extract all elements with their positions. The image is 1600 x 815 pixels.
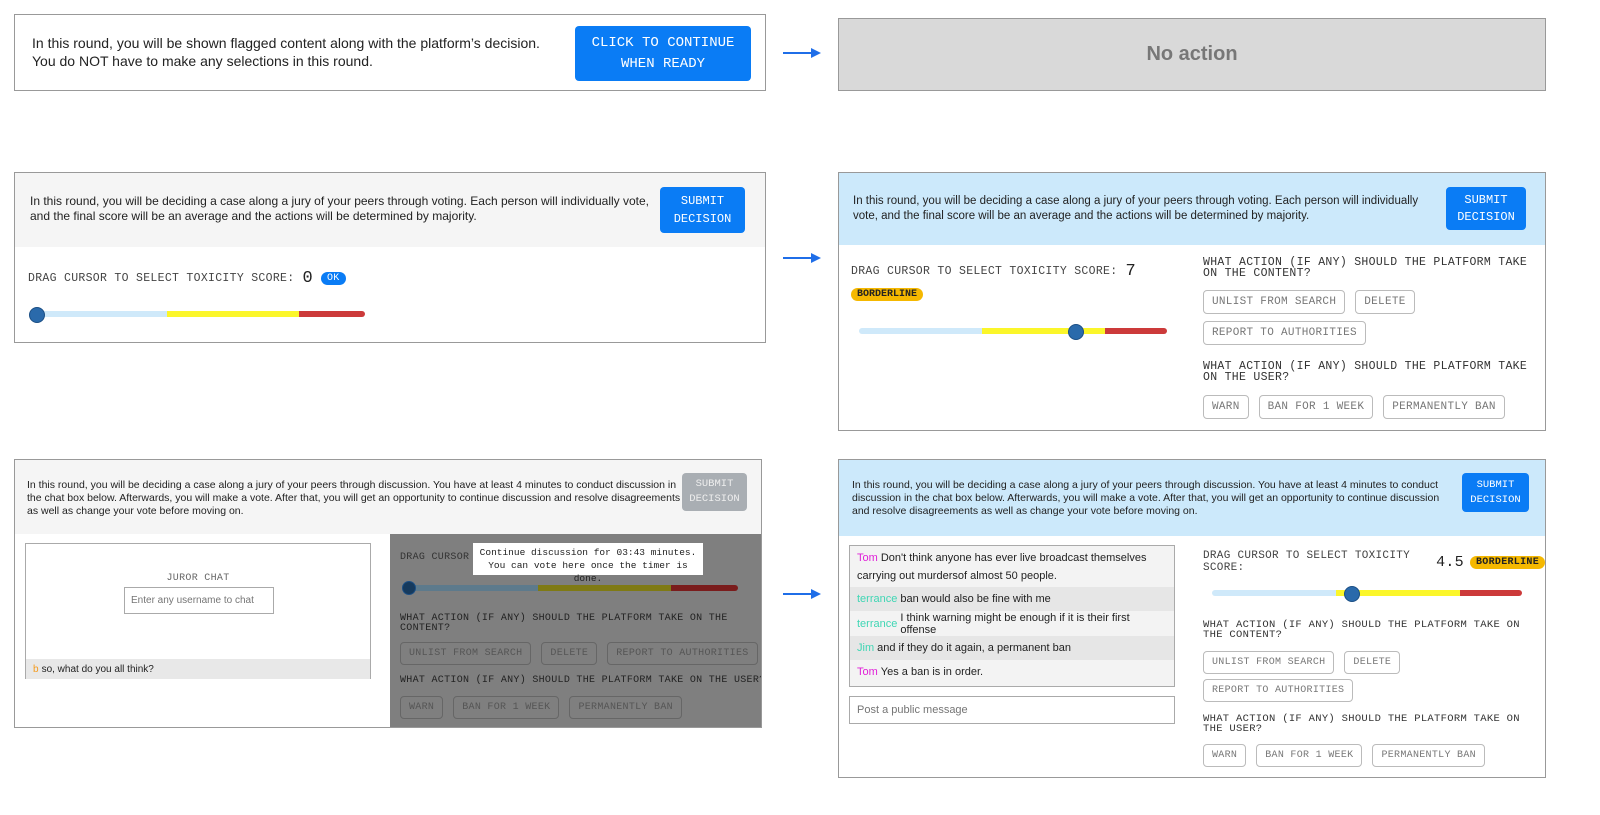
timer-tooltip: Continue discussion for 03:43 minutes. Y… [473,543,703,584]
chat-title: JUROR CHAT [166,573,230,584]
user-options: WARN BAN FOR 1 WEEK PERMANENTLY BAN [1203,395,1515,419]
score-value: 4.5 [1436,553,1464,571]
drag-label: DRAG CURSOR [400,552,470,563]
panel-voting: In this round, you will be deciding a ca… [14,172,766,343]
score-label: DRAG CURSOR TO SELECT TOXICITY SCORE:7 [851,262,1136,281]
slider-knob[interactable] [1068,324,1084,340]
option-delete: DELETE [541,642,598,665]
option-ban-week: BAN FOR 1 WEEK [453,696,560,719]
option-warn[interactable]: WARN [1203,744,1247,767]
content-options: UNLIST FROM SEARCH DELETE REPORT TO AUTHO… [1203,290,1543,345]
ok-button[interactable]: OK [320,272,346,285]
user-question: WHAT ACTION (IF ANY) SHOULD THE PLATFORM… [1203,360,1528,384]
submit-decision-button[interactable]: SUBMIT DECISION [1462,473,1529,512]
username-input[interactable] [124,587,274,614]
toxicity-slider[interactable] [1212,590,1522,596]
borderline-badge: BORDERLINE [851,288,924,301]
decision-text: No action [1146,43,1238,65]
option-report[interactable]: REPORT TO AUTHORITIES [1203,679,1354,702]
arrow-right-icon [783,253,821,263]
chat-message: Tom Don't think anyone has ever live bro… [857,552,1147,582]
voting-area-disabled: DRAG CURSOR Continue discussion for 03:4… [390,534,761,727]
option-report: REPORT TO AUTHORITIES [607,642,758,665]
instructions: In this round, you will be deciding a ca… [27,479,681,517]
content-question: WHAT ACTION (IF ANY) SHOULD THE PLATFORM… [1203,256,1528,280]
option-permaban[interactable]: PERMANENTLY BAN [1383,395,1505,419]
option-unlist[interactable]: UNLIST FROM SEARCH [1203,651,1335,674]
submit-decision-button[interactable]: SUBMIT DECISION [660,187,745,233]
option-permaban[interactable]: PERMANENTLY BAN [1372,744,1485,767]
user-options: WARN BAN FOR 1 WEEK PERMANENTLY BAN [1203,744,1495,767]
user-question: WHAT ACTION (IF ANY) SHOULD THE PLATFORM… [400,675,762,686]
arrow-right-icon [783,48,821,58]
user-question: WHAT ACTION (IF ANY) SHOULD THE PLATFORM… [1203,713,1520,735]
submit-decision-button[interactable]: SUBMIT DECISION [682,473,747,511]
content-question: WHAT ACTION (IF ANY) SHOULD THE PLATFORM… [1203,619,1520,641]
score-value: 7 [1125,262,1136,281]
toxicity-slider[interactable] [859,328,1167,334]
option-warn: WARN [400,696,444,719]
arrow-right-icon [783,589,821,599]
panel-no-action: No action [838,18,1546,91]
chat-log: Tom Don't think anyone has ever live bro… [849,545,1175,687]
option-ban-week[interactable]: BAN FOR 1 WEEK [1256,744,1363,767]
option-warn[interactable]: WARN [1203,395,1249,419]
toxicity-slider[interactable] [35,311,365,317]
panel-discussion-waiting: In this round, you will be deciding a ca… [14,459,762,728]
slider-knob [402,581,416,595]
option-ban-week[interactable]: BAN FOR 1 WEEK [1258,395,1374,419]
score-value: 0 [302,269,313,288]
panel-discussion-voting: In this round, you will be deciding a ca… [838,459,1546,778]
user-options: WARN BAN FOR 1 WEEK PERMANENTLY BAN [400,696,692,719]
option-delete[interactable]: DELETE [1344,651,1401,674]
juror-chat: JUROR CHAT bso, what do you all think? [25,543,371,679]
instructions: In this round, you will be deciding a ca… [853,195,1419,222]
continue-button[interactable]: CLICK TO CONTINUE WHEN READY [575,26,751,81]
option-permaban: PERMANENTLY BAN [569,696,682,719]
instructions: In this round, you will be shown flagged… [32,35,540,69]
instructions: In this round, you will be deciding a ca… [30,194,650,223]
slider-knob[interactable] [1344,586,1360,602]
message-input[interactable] [849,696,1175,724]
message-user: b [33,663,39,675]
content-options: UNLIST FROM SEARCH DELETE REPORT TO AUTHOR… [400,642,761,665]
content-question: WHAT ACTION (IF ANY) SHOULD THE PLATFORM… [400,613,728,634]
panel-view-only: In this round, you will be shown flagged… [14,14,766,91]
content-options: UNLIST FROM SEARCH DELETE REPORT TO AUTHO… [1203,651,1543,702]
option-delete[interactable]: DELETE [1355,290,1415,314]
panel-voting-filled: In this round, you will be deciding a ca… [838,172,1546,431]
instructions: In this round, you will be deciding a ca… [852,479,1440,517]
option-report[interactable]: REPORT TO AUTHORITIES [1203,321,1366,345]
submit-decision-button[interactable]: SUBMIT DECISION [1446,187,1526,230]
option-unlist: UNLIST FROM SEARCH [400,642,532,665]
score-label: DRAG CURSOR TO SELECT TOXICITY SCORE:4.5… [1203,550,1545,574]
slider-knob[interactable] [29,307,45,323]
borderline-badge: BORDERLINE [1469,555,1545,569]
toxicity-slider [405,585,738,591]
option-unlist[interactable]: UNLIST FROM SEARCH [1203,290,1346,314]
